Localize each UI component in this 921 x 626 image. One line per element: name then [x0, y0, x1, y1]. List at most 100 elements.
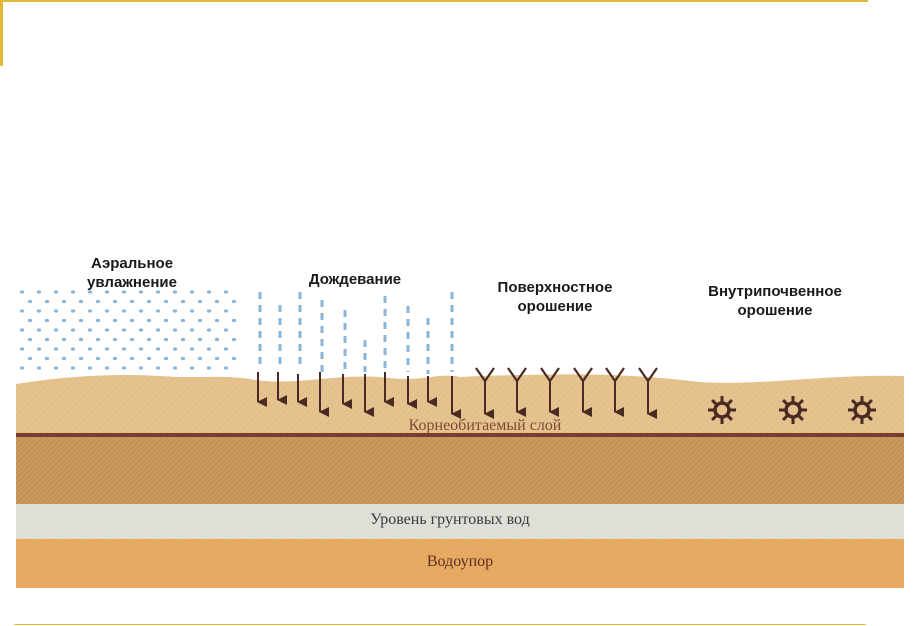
moisture-dot: [172, 290, 178, 294]
moisture-dot: [214, 337, 220, 342]
moisture-dot: [19, 347, 25, 351]
layer-label-root-zone: Корнеобитаемый слой: [408, 417, 562, 434]
moisture-dot: [189, 328, 195, 332]
surface-outlet: [540, 367, 560, 383]
method-label-aerial: Аэральное увлажнение: [87, 255, 177, 291]
moisture-dot: [172, 366, 178, 370]
groundwater-layer: [16, 503, 904, 539]
moisture-dot: [189, 290, 195, 294]
moisture-dot: [231, 299, 237, 304]
moisture-dot: [138, 290, 144, 294]
moisture-dot: [163, 299, 169, 304]
moisture-dot: [78, 337, 84, 342]
moisture-dot: [180, 318, 186, 323]
moisture-dot: [189, 366, 195, 370]
moisture-dot: [19, 366, 25, 370]
moisture-dot: [70, 366, 76, 370]
surface-outlet: [507, 367, 527, 383]
moisture-dot: [146, 356, 152, 361]
slide-frame-bottom: [14, 624, 866, 625]
moisture-dot: [172, 328, 178, 332]
moisture-dot: [121, 347, 127, 351]
moisture-dot: [53, 290, 59, 294]
moisture-dot: [206, 347, 212, 351]
moisture-dot: [19, 290, 25, 294]
sprinkling-rain-drops: [258, 292, 454, 374]
moisture-dot: [121, 309, 127, 313]
moisture-dot: [121, 328, 127, 332]
method-label-surface: Поверхностное орошение: [497, 279, 613, 315]
moisture-dot: [206, 309, 212, 313]
moisture-dot: [206, 366, 212, 370]
moisture-dot: [44, 318, 50, 323]
subsoil-emitter: [848, 396, 876, 424]
moisture-dot: [78, 318, 84, 323]
moisture-dot: [146, 299, 152, 304]
moisture-dot: [104, 347, 110, 351]
moisture-dot: [223, 290, 229, 294]
moisture-dot: [78, 356, 84, 361]
moisture-dot: [197, 318, 203, 323]
moisture-dot: [61, 356, 67, 361]
moisture-dot: [197, 356, 203, 361]
moisture-dot: [129, 356, 135, 361]
moisture-dot: [214, 299, 220, 304]
moisture-dot: [129, 337, 135, 342]
moisture-dot: [36, 328, 42, 332]
moisture-dot: [189, 309, 195, 313]
moisture-dot: [138, 328, 144, 332]
moisture-dot: [223, 309, 229, 313]
moisture-dot: [112, 337, 118, 342]
moisture-dot: [53, 366, 59, 370]
moisture-dot: [146, 337, 152, 342]
infiltration-arrows: [257, 372, 657, 419]
moisture-dot: [36, 309, 42, 313]
moisture-dot: [155, 366, 161, 370]
moisture-dot: [53, 347, 59, 351]
moisture-dot: [44, 337, 50, 342]
method-label-subsoil: Внутрипочвенное орошение: [708, 283, 842, 319]
moisture-dot: [61, 299, 67, 304]
moisture-dot: [155, 290, 161, 294]
moisture-dot: [146, 318, 152, 323]
moisture-dot: [163, 337, 169, 342]
moisture-dot: [138, 366, 144, 370]
moisture-dot: [27, 299, 33, 304]
moisture-dot: [27, 337, 33, 342]
subsoil-emitter: [779, 396, 807, 424]
moisture-dot: [155, 347, 161, 351]
moisture-dot: [121, 290, 127, 294]
moisture-dot: [180, 299, 186, 304]
moisture-dot: [163, 356, 169, 361]
moisture-dot: [104, 366, 110, 370]
moisture-dot: [95, 299, 101, 304]
moisture-dot: [180, 356, 186, 361]
moisture-dot: [163, 318, 169, 323]
moisture-dot: [19, 309, 25, 313]
moisture-dot: [138, 309, 144, 313]
moisture-dot: [129, 318, 135, 323]
aerial-moisture-dots: [19, 290, 237, 370]
moisture-dot: [87, 366, 93, 370]
moisture-dot: [70, 328, 76, 332]
layer-label-aquitard: Водоупор: [426, 553, 494, 570]
moisture-dot: [214, 318, 220, 323]
surface-irrigation-outlets: [475, 367, 658, 383]
moisture-dot: [214, 356, 220, 361]
moisture-dot: [231, 356, 237, 361]
moisture-dot: [27, 318, 33, 323]
moisture-dot: [172, 309, 178, 313]
moisture-dot: [112, 318, 118, 323]
moisture-dot: [206, 328, 212, 332]
moisture-dot: [189, 347, 195, 351]
moisture-dot: [95, 318, 101, 323]
moisture-dot: [155, 328, 161, 332]
moisture-dot: [36, 366, 42, 370]
moisture-dot: [53, 328, 59, 332]
surface-outlet: [605, 367, 625, 383]
moisture-dot: [223, 347, 229, 351]
moisture-dot: [121, 366, 127, 370]
moisture-dot: [112, 299, 118, 304]
moisture-dot: [36, 290, 42, 294]
